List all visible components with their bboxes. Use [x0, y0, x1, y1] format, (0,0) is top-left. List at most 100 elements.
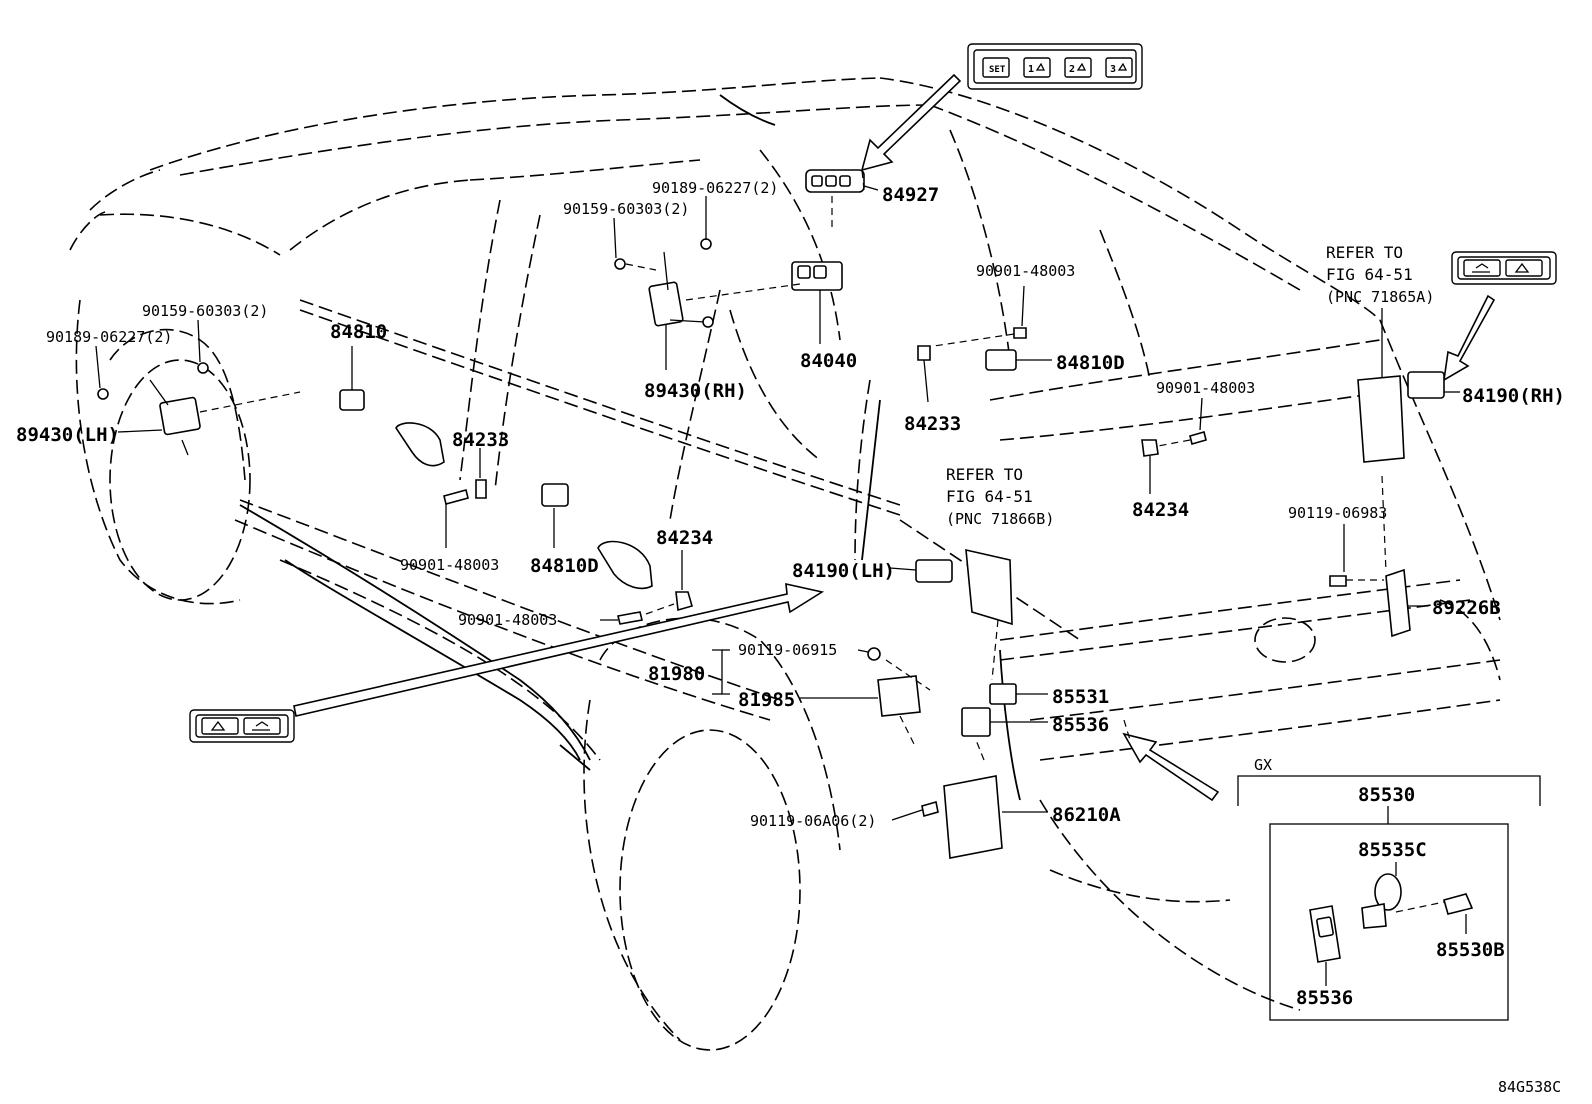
label-89430-lh: 89430(LH) [16, 424, 119, 446]
label-84234-left: 84234 [656, 527, 713, 549]
diagram-code: 84G538C [1498, 1078, 1561, 1096]
pointer-arrows [293, 73, 1496, 802]
label-90159-lh: 90159-60303(2) [142, 302, 268, 320]
memory-1-label: 1 [1028, 64, 1034, 75]
label-84233-left: 84233 [452, 429, 509, 451]
ref-lh-line3: (PNC 71866B) [946, 510, 1054, 528]
label-84810: 84810 [330, 321, 387, 343]
part-81985-shape [877, 675, 921, 717]
part-89226b-shape [1385, 568, 1411, 638]
part-84810d-right-shape [985, 349, 1017, 371]
bolt-90159-lh [197, 362, 209, 374]
label-90189-lh: 90189-06227(2) [46, 328, 172, 346]
bolt-90119-06983 [1329, 575, 1347, 587]
part-84234-right-shape [1141, 439, 1159, 457]
door-handle-rear [597, 540, 653, 590]
label-81985: 81985 [738, 689, 795, 711]
bracket-lh [965, 548, 1013, 626]
top-switch-panel: SET 1 2 3 [967, 43, 1143, 90]
label-81980: 81980 [648, 663, 705, 685]
set-button-icon [982, 57, 1010, 78]
ref-lh-line1: REFER TO [946, 465, 1023, 484]
set-button-label: SET [989, 65, 1006, 75]
part-84234-left-shape [675, 591, 693, 612]
label-90901-b: 90901-48003 [458, 611, 557, 629]
part-85535c-shape [1374, 873, 1402, 911]
label-84190-rh: 84190(RH) [1462, 385, 1565, 407]
part-86210a-shape [943, 775, 1003, 859]
label-89226b: 89226B [1432, 597, 1501, 619]
ref-rh-line1: REFER TO [1326, 243, 1403, 262]
bolt-90901-c [1013, 327, 1027, 339]
seat-recline-icon [1505, 259, 1543, 277]
bolt-90119-06a06 [921, 800, 939, 818]
bolt-90159-rh [614, 258, 626, 270]
lh-switch-panel [189, 709, 295, 743]
label-90189-rh: 90189-06227(2) [652, 179, 778, 197]
label-84810d-right: 84810D [1056, 352, 1125, 374]
seat-heater-icon-lh [243, 717, 281, 735]
memory-2-label: 2 [1069, 64, 1075, 75]
memory-3-button-icon [1105, 57, 1133, 78]
part-84810d-left-shape [541, 483, 569, 507]
part-89430-lh-shape [159, 396, 201, 436]
part-85531-shape [989, 683, 1017, 705]
part-labels: 84927 90189-06227(2) 90159-60303(2) 8943… [16, 179, 1565, 1096]
label-84810d-left: 84810D [530, 555, 599, 577]
label-84233-right: 84233 [904, 413, 961, 435]
memory-2-button-icon [1064, 57, 1092, 78]
memory-3-label: 3 [1110, 64, 1116, 75]
bolt-90189-rh [700, 238, 712, 250]
bolt-90901-d [1189, 431, 1207, 445]
bolt-90901-a [443, 489, 469, 505]
gx-inset [1237, 775, 1541, 1021]
seat-recline-icon-lh [201, 717, 239, 735]
part-89430-rh-shape [648, 281, 684, 327]
bolt-90119-06915 [867, 647, 881, 661]
label-90119-06983: 90119-06983 [1288, 504, 1387, 522]
label-90901-c: 90901-48003 [976, 262, 1075, 280]
memory-1-button-icon [1023, 57, 1051, 78]
leader-lines [95, 169, 1460, 821]
seat-heater-icon [1463, 259, 1501, 277]
label-84927: 84927 [882, 184, 939, 206]
bolt-90189-lh [97, 388, 109, 400]
label-90901-d: 90901-48003 [1156, 379, 1255, 397]
part-85536-main-shape [961, 707, 991, 737]
label-85530b: 85530B [1436, 939, 1505, 961]
label-86210a: 86210A [1052, 804, 1121, 826]
bracket-rh [1357, 375, 1405, 463]
label-85531: 85531 [1052, 686, 1109, 708]
part-84233-left-shape [475, 479, 487, 499]
reference-notes: REFER TO FIG 64-51 (PNC 71865A) REFER TO… [946, 243, 1434, 528]
label-89430-rh: 89430(RH) [644, 380, 747, 402]
component-shapes [97, 169, 1445, 859]
part-84233-right-shape [917, 345, 931, 361]
ref-rh-line2: FIG 64-51 [1326, 265, 1413, 284]
part-84190-lh-shape [915, 559, 953, 583]
label-84190-lh: 84190(LH) [792, 560, 895, 582]
car-body-outline [69, 77, 1501, 1051]
label-84234-right: 84234 [1132, 499, 1189, 521]
rh-switch-panel [1451, 251, 1557, 285]
label-85536-main: 85536 [1052, 714, 1109, 736]
part-84810-shape [339, 389, 365, 411]
label-90901-a: 90901-48003 [400, 556, 499, 574]
label-90159-rh: 90159-60303(2) [563, 200, 689, 218]
label-90119-06a06: 90119-06A06(2) [750, 812, 876, 830]
gx-inner-box [1269, 823, 1509, 1021]
ref-rh-line3: (PNC 71865A) [1326, 288, 1434, 306]
label-84040: 84040 [800, 350, 857, 372]
label-90119-06915: 90119-06915 [738, 641, 837, 659]
part-84190-rh-shape [1407, 371, 1445, 399]
bolt-90901-b [617, 611, 643, 625]
label-85536-box: 85536 [1296, 987, 1353, 1009]
label-85530: 85530 [1358, 784, 1415, 806]
ref-lh-line2: FIG 64-51 [946, 487, 1033, 506]
door-handle-front [395, 422, 445, 467]
label-gx: GX [1254, 756, 1272, 774]
label-85535c: 85535C [1358, 839, 1427, 861]
part-85530b-shape [1443, 893, 1474, 915]
